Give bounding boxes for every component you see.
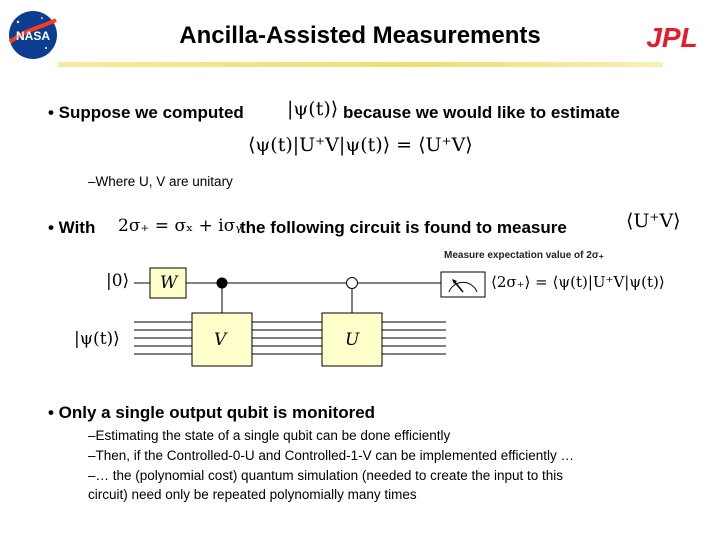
slide-title: Ancilla-Assisted Measurements [179,22,541,49]
bullet-1-text-a: • Suppose we computed [48,103,244,122]
register-wires [134,321,446,355]
sub-bullet-3-cont: circuit) need only be repeated polynomia… [88,487,417,502]
v-gate-label: V [214,330,227,350]
target-expectation: ⟨U⁺V⟩ [626,210,681,232]
nasa-logo-swoosh [8,18,57,44]
title-underline [58,62,663,67]
jpl-logo-text: JPL [646,22,697,53]
u-gate-label: U [345,330,360,350]
jpl-logo: JPL [646,22,697,53]
register-input-label: |ψ(t)⟩ [74,329,120,349]
sigma-plus-equation: 2σ₊ = σₓ + iσᵧ [118,216,242,236]
w-gate [149,267,187,299]
sub-bullet-unitary: –Where U, V are unitary [88,174,233,189]
measure-label: Measure expectation value of 2σ₊ [444,250,604,261]
w-gate-label: W [160,273,178,293]
bullet-1-text-b: because we would like to estimate [343,103,620,122]
sub-bullet-1: –Estimating the state of a single qubit … [88,428,451,443]
bullet-2-text-a: • With [48,218,96,237]
control-1-dot [216,277,228,289]
nasa-logo-text: NASA [16,29,50,43]
output-equation: ⟨2σ₊⟩ = ⟨ψ(t)|U⁺V|ψ(t)⟩ [491,273,665,291]
nasa-logo: NASA [8,11,57,59]
bullet-1-psi: |ψ(t)⟩ [287,98,339,120]
u-gate [321,312,383,367]
control-0-dot [346,277,358,289]
estimate-equation: ⟨ψ(t)|U⁺V|ψ(t)⟩ = ⟨U⁺V⟩ [248,134,473,156]
bullet-2-text-b: the following circuit is found to measur… [240,218,567,237]
sub-bullet-2: –Then, if the Controlled-0-U and Control… [88,448,574,463]
sub-bullet-3: –… the (polynomial cost) quantum simulat… [88,468,564,483]
meter-icon [440,271,486,298]
v-gate [191,312,253,367]
bullet-3-text: • Only a single output qubit is monitore… [48,403,376,422]
ancilla-input-label: |0⟩ [106,271,130,291]
